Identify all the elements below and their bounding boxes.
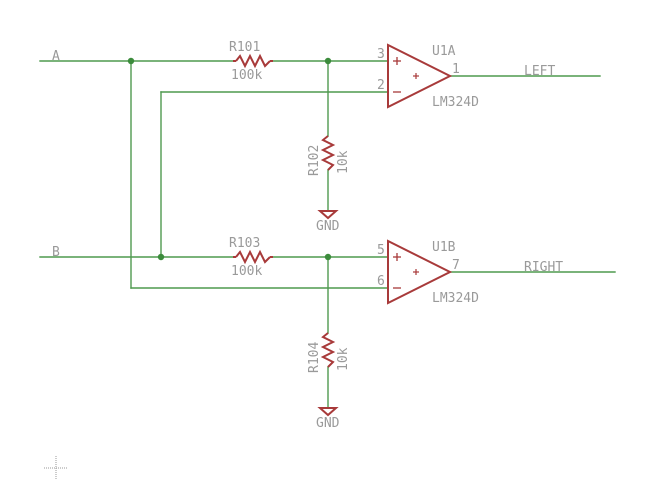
ground-label-top: GND [316, 219, 340, 234]
net-label-right: RIGHT [524, 260, 563, 275]
opamp-u1a-triangle[interactable] [387, 43, 453, 109]
ground-symbol-bottom[interactable] [317, 407, 339, 417]
resistor-r103-body[interactable] [235, 249, 271, 265]
junction-dot [324, 57, 332, 65]
ground-icon [317, 407, 339, 417]
resistor-r102[interactable] [320, 135, 336, 171]
resistor-r102-body[interactable] [320, 135, 336, 171]
resistor-r104-body[interactable] [320, 332, 336, 368]
net-label-left: LEFT [524, 64, 555, 79]
ground-icon [317, 210, 339, 220]
opamp-u1a-part: LM324D [432, 95, 479, 110]
resistor-r102-value: 10k [336, 150, 351, 174]
ground-label-bottom: GND [316, 416, 340, 431]
ground-symbol-top[interactable] [317, 210, 339, 220]
opamp-u1b-name: U1B [432, 240, 456, 255]
opamp-u1b-triangle[interactable] [387, 239, 453, 305]
opamp-u1b-pin-5: 5 [377, 243, 385, 258]
resistor-r103-value: 100k [231, 264, 262, 279]
wires [39, 60, 616, 409]
resistor-r101-body[interactable] [235, 53, 271, 69]
opamp-u1a-pin-2: 2 [377, 78, 385, 93]
opamp-u1b[interactable] [387, 239, 453, 305]
opamp-u1b-pin-6: 6 [377, 274, 385, 289]
resistor-r104[interactable] [320, 332, 336, 368]
resistor-r101[interactable] [233, 53, 273, 69]
resistor-r101-value: 100k [231, 68, 262, 83]
junction-dot [127, 57, 135, 65]
resistor-r103-name: R103 [229, 236, 260, 251]
resistor-r101-name: R101 [229, 40, 260, 55]
opamp-u1a-pin-1: 1 [452, 62, 460, 77]
origin-crosshair-icon [44, 456, 68, 480]
junction-dot [324, 253, 332, 261]
net-label-a: A [52, 49, 60, 64]
resistor-r103[interactable] [233, 249, 273, 265]
opamp-u1b-part: LM324D [432, 291, 479, 306]
resistor-r104-value: 10k [336, 347, 351, 371]
junctions [127, 57, 332, 261]
labels: A B LEFT RIGHT R101 100k R103 100k R102 … [52, 40, 563, 431]
opamp-u1a-pin-3: 3 [377, 47, 385, 62]
resistor-r104-name: R104 [307, 342, 322, 373]
opamp-u1b-pin-7: 7 [452, 258, 460, 273]
opamp-u1a-name: U1A [432, 44, 456, 59]
junction-dot [157, 253, 165, 261]
opamp-u1a[interactable] [387, 43, 453, 109]
net-label-b: B [52, 245, 60, 260]
resistor-r102-name: R102 [307, 145, 322, 176]
